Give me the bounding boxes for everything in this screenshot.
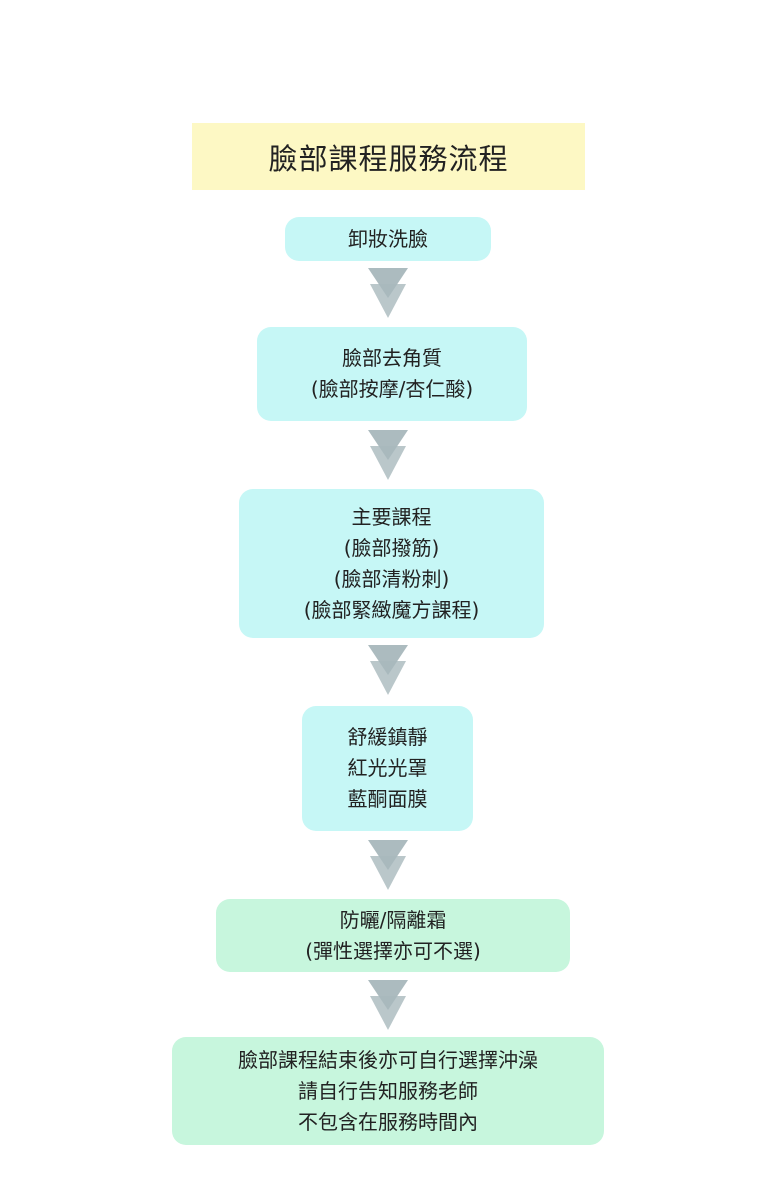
step-makeup-removal: 卸妝洗臉 xyxy=(285,217,491,261)
arrow-down-icon xyxy=(368,268,408,318)
step-line: 臉部課程結束後亦可自行選擇沖澡 xyxy=(238,1047,538,1072)
arrow-down-icon xyxy=(368,840,408,890)
page-title: 臉部課程服務流程 xyxy=(192,123,585,190)
step-main-course: 主要課程 (臉部撥筋) (臉部清粉刺) (臉部緊緻魔方課程) xyxy=(239,489,544,638)
step-shower-note: 臉部課程結束後亦可自行選擇沖澡 請自行告知服務老師 不包含在服務時間內 xyxy=(172,1037,604,1145)
step-exfoliation: 臉部去角質 (臉部按摩/杏仁酸) xyxy=(257,327,527,421)
step-line: 不包含在服務時間內 xyxy=(298,1109,478,1134)
step-line: 請自行告知服務老師 xyxy=(298,1078,478,1103)
step-line: 防曬/隔離霜 xyxy=(339,907,447,932)
step-line: 紅光光罩 xyxy=(347,756,428,780)
step-line: 主要課程 xyxy=(351,504,432,529)
step-line: 卸妝洗臉 xyxy=(348,226,428,251)
step-line: (臉部撥筋) xyxy=(343,535,440,560)
step-line: 臉部去角質 xyxy=(342,346,442,370)
step-line: (臉部按摩/杏仁酸) xyxy=(310,377,474,401)
step-sunscreen: 防曬/隔離霜 (彈性選擇亦可不選) xyxy=(216,899,570,972)
step-line: (彈性選擇亦可不選) xyxy=(305,938,481,963)
step-line: (臉部清粉刺) xyxy=(333,566,450,591)
step-line: (臉部緊緻魔方課程) xyxy=(303,597,480,622)
step-line: 藍酮面膜 xyxy=(347,787,428,811)
step-soothing: 舒緩鎮靜 紅光光罩 藍酮面膜 xyxy=(302,706,473,831)
arrow-down-icon xyxy=(368,980,408,1030)
arrow-down-icon xyxy=(368,645,408,695)
step-line: 舒緩鎮靜 xyxy=(347,725,428,749)
arrow-down-icon xyxy=(368,430,408,480)
